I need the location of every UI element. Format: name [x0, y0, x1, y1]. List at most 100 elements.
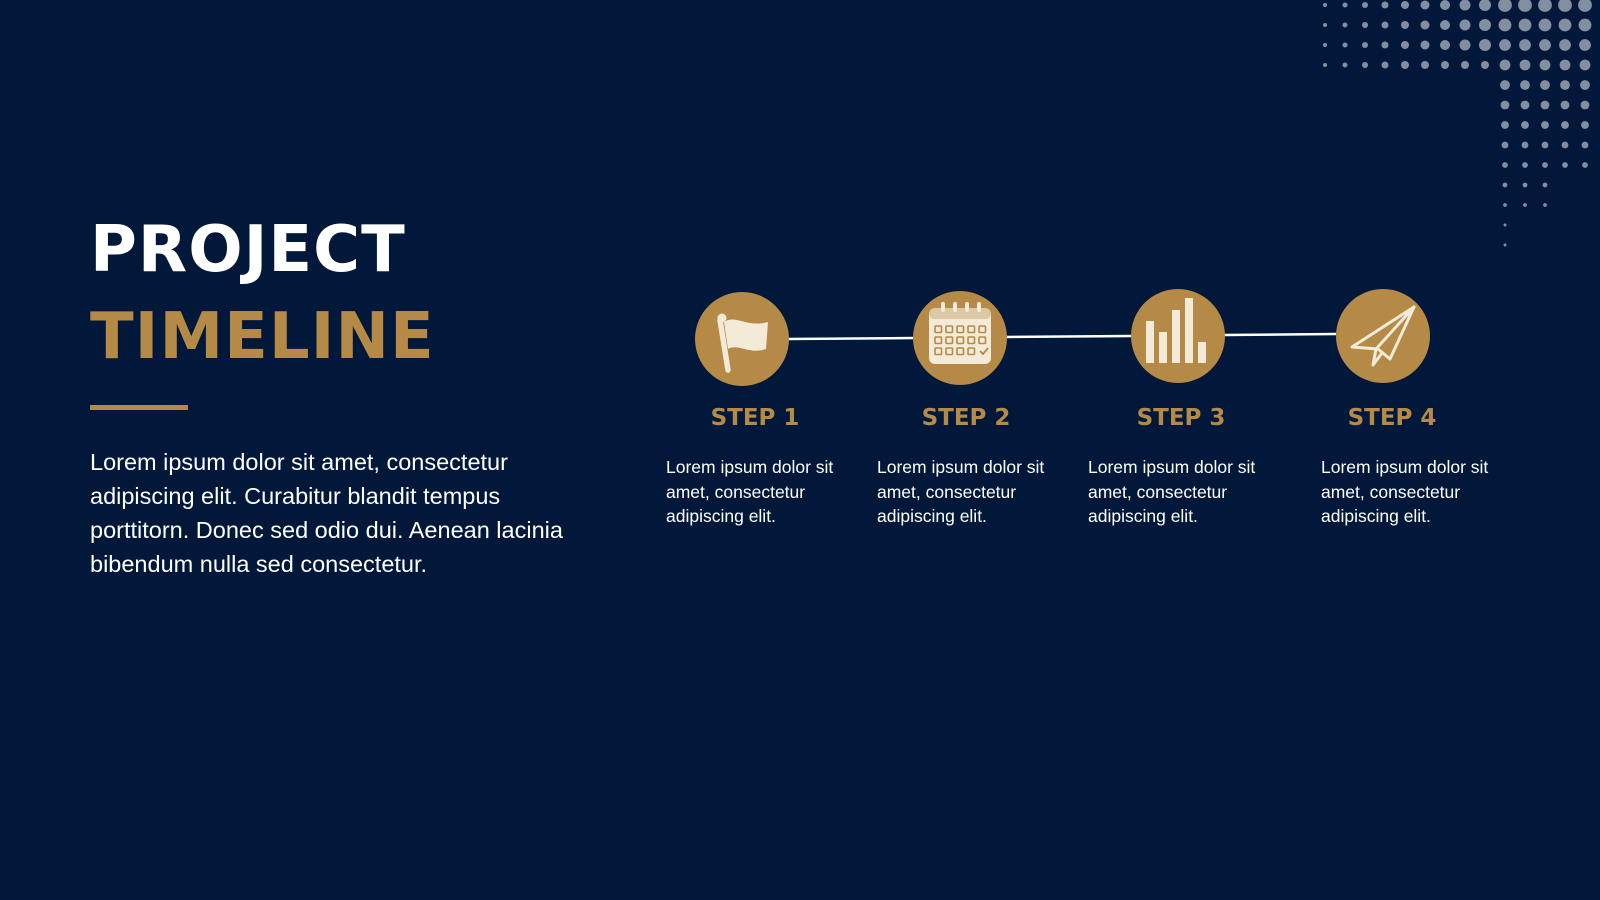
decorative-dot	[1560, 80, 1570, 90]
decorative-dot	[1459, 39, 1471, 51]
decorative-dot	[1481, 61, 1489, 69]
decorative-dot	[1579, 39, 1591, 51]
decorative-dot	[1518, 0, 1532, 12]
decorative-dot	[1420, 40, 1430, 50]
decorative-dot	[1503, 223, 1507, 227]
decorative-dot	[1479, 39, 1491, 51]
decorative-dot	[1558, 18, 1572, 32]
step-3-label: STEP 3	[1136, 405, 1226, 431]
decorative-dot	[1543, 203, 1547, 207]
decorative-dot	[1459, 19, 1471, 31]
decorative-dot	[1381, 21, 1389, 29]
decorative-dot	[1540, 100, 1550, 110]
decorative-dot	[1479, 19, 1491, 31]
decorative-dot	[1578, 18, 1592, 32]
decorative-dot	[1362, 42, 1368, 48]
decorative-dot	[1342, 62, 1348, 68]
decorative-dot	[1401, 21, 1409, 29]
decorative-dot	[1499, 59, 1511, 71]
decorative-dot	[1560, 100, 1570, 110]
paper-plane-icon	[1350, 305, 1416, 367]
decorative-dot	[1440, 0, 1450, 10]
decorative-dot	[1401, 41, 1409, 49]
bar-chart-icon	[1146, 298, 1206, 363]
decorative-dot	[1520, 80, 1530, 90]
step-2-label: STEP 2	[921, 405, 1011, 431]
decorative-dot	[1342, 42, 1348, 48]
decorative-dot	[1541, 141, 1549, 149]
decorative-dot	[1521, 121, 1529, 129]
decorative-dot	[1519, 39, 1531, 51]
decorative-dot	[1502, 162, 1508, 168]
decorative-dot	[1580, 100, 1590, 110]
intro-paragraph: Lorem ipsum dolor sit amet, consectetur …	[90, 449, 563, 577]
decorative-dot	[1523, 203, 1527, 207]
decorative-dot	[1559, 59, 1571, 71]
decorative-dot	[1582, 162, 1588, 168]
step-2-description: Lorem ipsum dolor sit amet, consectetur …	[877, 457, 1045, 526]
decorative-dot	[1521, 141, 1529, 149]
decorative-dot	[1522, 182, 1528, 188]
decorative-dot	[1362, 22, 1368, 28]
step-2-icon-circle	[913, 291, 1007, 385]
decorative-dot	[1581, 121, 1589, 129]
decorative-dot	[1579, 59, 1591, 71]
step-1-description: Lorem ipsum dolor sit amet, consectetur …	[666, 457, 834, 526]
decorative-dot	[1520, 100, 1530, 110]
decorative-dot	[1342, 2, 1348, 8]
decorative-dot	[1561, 141, 1569, 149]
decorative-dot	[1561, 121, 1569, 129]
decorative-dot	[1420, 0, 1430, 10]
decorative-dot	[1503, 203, 1507, 207]
decorative-dot	[1323, 23, 1327, 27]
flag-icon	[717, 313, 768, 373]
decorative-dot	[1362, 2, 1368, 8]
decorative-dot	[1581, 141, 1589, 149]
decorative-dot	[1420, 20, 1430, 30]
decorative-dot	[1502, 182, 1508, 188]
decorative-dot	[1401, 1, 1409, 9]
decorative-dot	[1541, 121, 1549, 129]
decorative-dot	[1440, 20, 1450, 30]
decorative-dot	[1441, 61, 1449, 69]
decorative-dot	[1440, 40, 1450, 50]
decorative-dot	[1342, 22, 1348, 28]
decorative-dot	[1522, 162, 1528, 168]
step-3-icon-circle	[1131, 289, 1225, 383]
decorative-dot	[1421, 61, 1429, 69]
decorative-dot	[1362, 62, 1368, 68]
decorative-dot	[1501, 121, 1509, 129]
step-4-label: STEP 4	[1347, 405, 1437, 431]
decorative-dot	[1542, 162, 1548, 168]
connector-line-3-4	[1223, 332, 1337, 337]
decorative-dot	[1539, 59, 1551, 71]
decorative-dot	[1503, 243, 1507, 247]
decorative-dot	[1381, 41, 1389, 49]
step-4-description: Lorem ipsum dolor sit amet, consectetur …	[1321, 457, 1489, 526]
decorative-dot	[1499, 39, 1511, 51]
decorative-dot	[1479, 0, 1491, 11]
decorative-dot	[1540, 80, 1550, 90]
decorative-dot	[1461, 61, 1469, 69]
decorative-dot	[1500, 80, 1510, 90]
title-line-timeline: TIMELINE	[90, 300, 435, 374]
decorative-dot	[1539, 39, 1551, 51]
step-1-label: STEP 1	[710, 405, 800, 431]
decorative-dot	[1498, 18, 1512, 32]
decorative-dot	[1542, 182, 1548, 188]
decorative-dot	[1459, 0, 1471, 11]
title-line-project: PROJECT	[90, 213, 406, 287]
decorative-dot	[1401, 61, 1409, 69]
step-1-icon-circle	[695, 292, 789, 386]
step-4-icon-circle	[1336, 289, 1430, 383]
decorative-dot	[1559, 39, 1571, 51]
calendar-icon	[929, 302, 991, 364]
decorative-dot	[1519, 59, 1531, 71]
decorative-dot	[1323, 3, 1327, 7]
decorative-dot	[1498, 0, 1512, 12]
decorative-dot	[1323, 43, 1327, 47]
decorative-dot	[1500, 100, 1510, 110]
decorative-dot	[1323, 63, 1327, 67]
decorative-dot	[1558, 0, 1572, 12]
